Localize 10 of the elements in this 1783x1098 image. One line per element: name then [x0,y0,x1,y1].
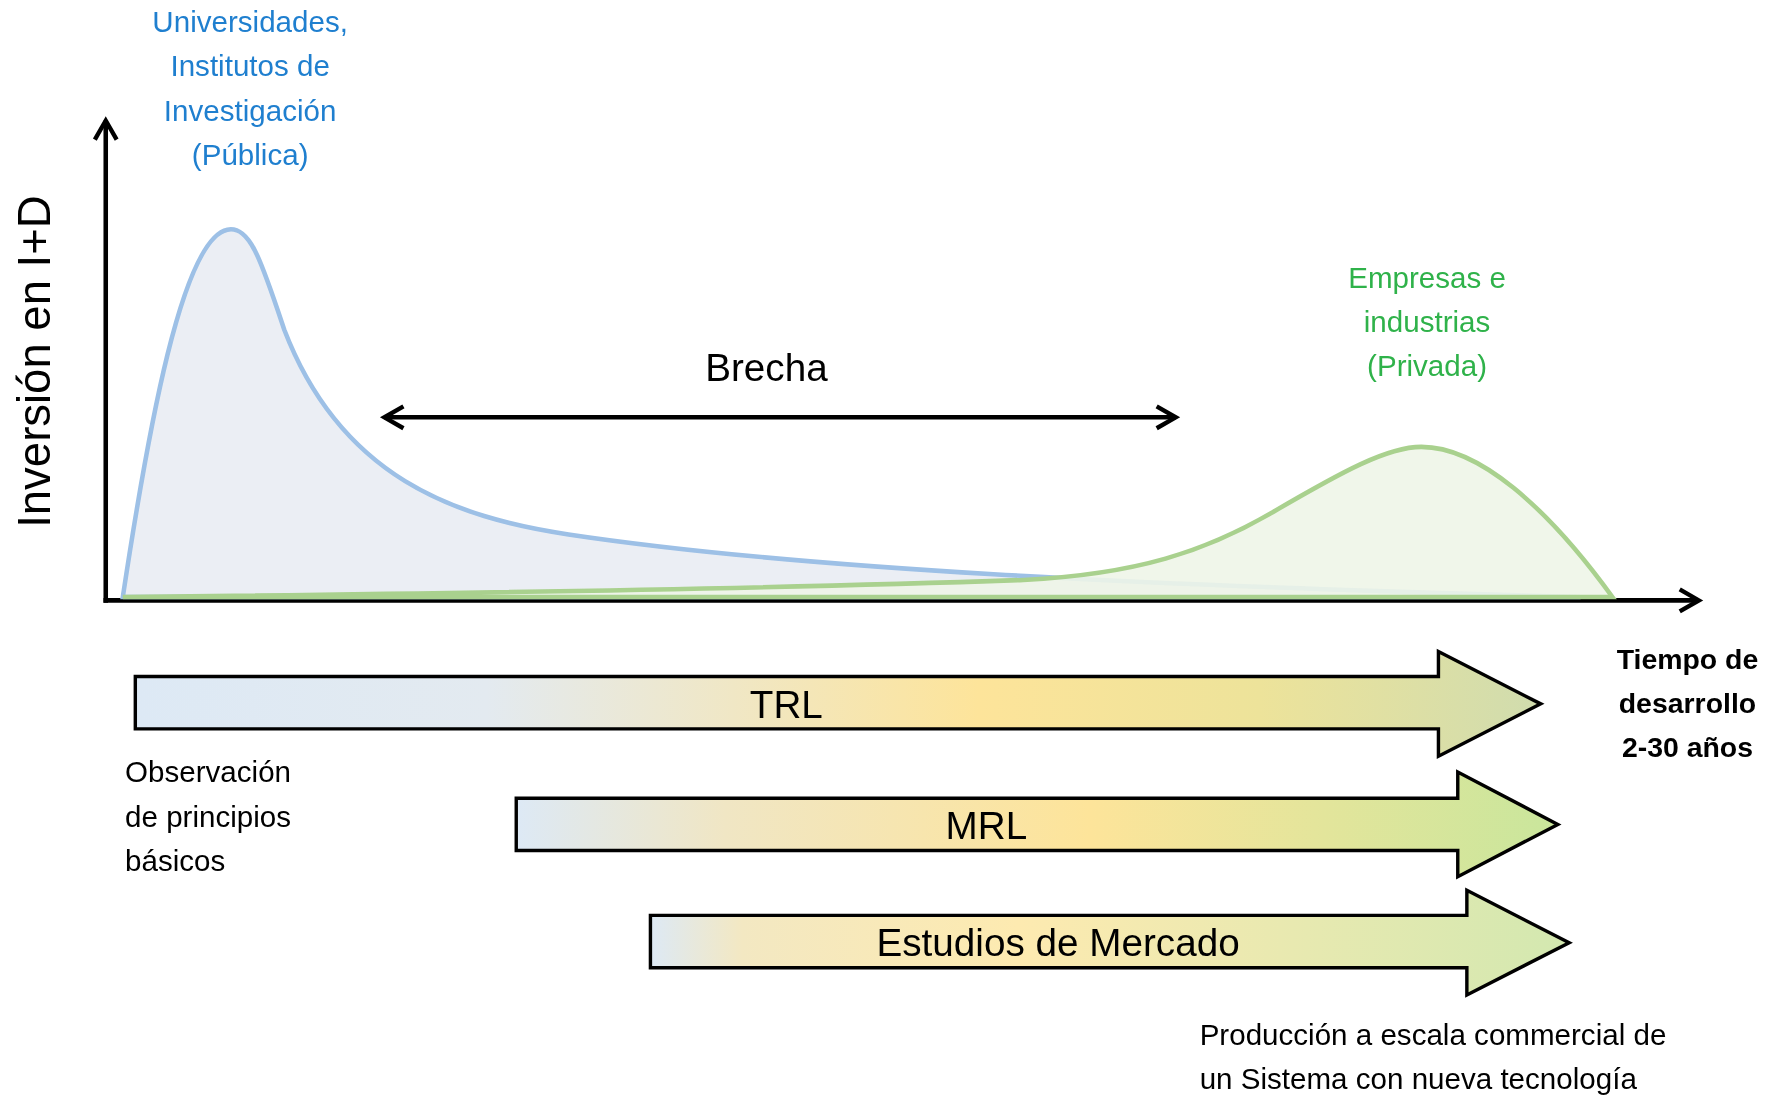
group-label: Universidades, Institutos de Investigación (Pública) [151,3,349,174]
gap-label: Brecha [704,344,829,391]
note-text: Producción a escala commercial de un Sistema con nueva tecnología [1199,1016,1668,1098]
axis-title: Inversión en I+D [8,194,61,530]
arrow-label: TRL [748,681,824,728]
axis-title: Tiempo de desarrollo 2-30 años [1615,641,1760,765]
arrow-label: Estudios de Mercado [875,920,1241,967]
group-label: Empresas e industrias (Privada) [1347,259,1507,386]
arrow-label: MRL [944,802,1029,850]
note-text: Observación de principios básicos [125,754,293,880]
